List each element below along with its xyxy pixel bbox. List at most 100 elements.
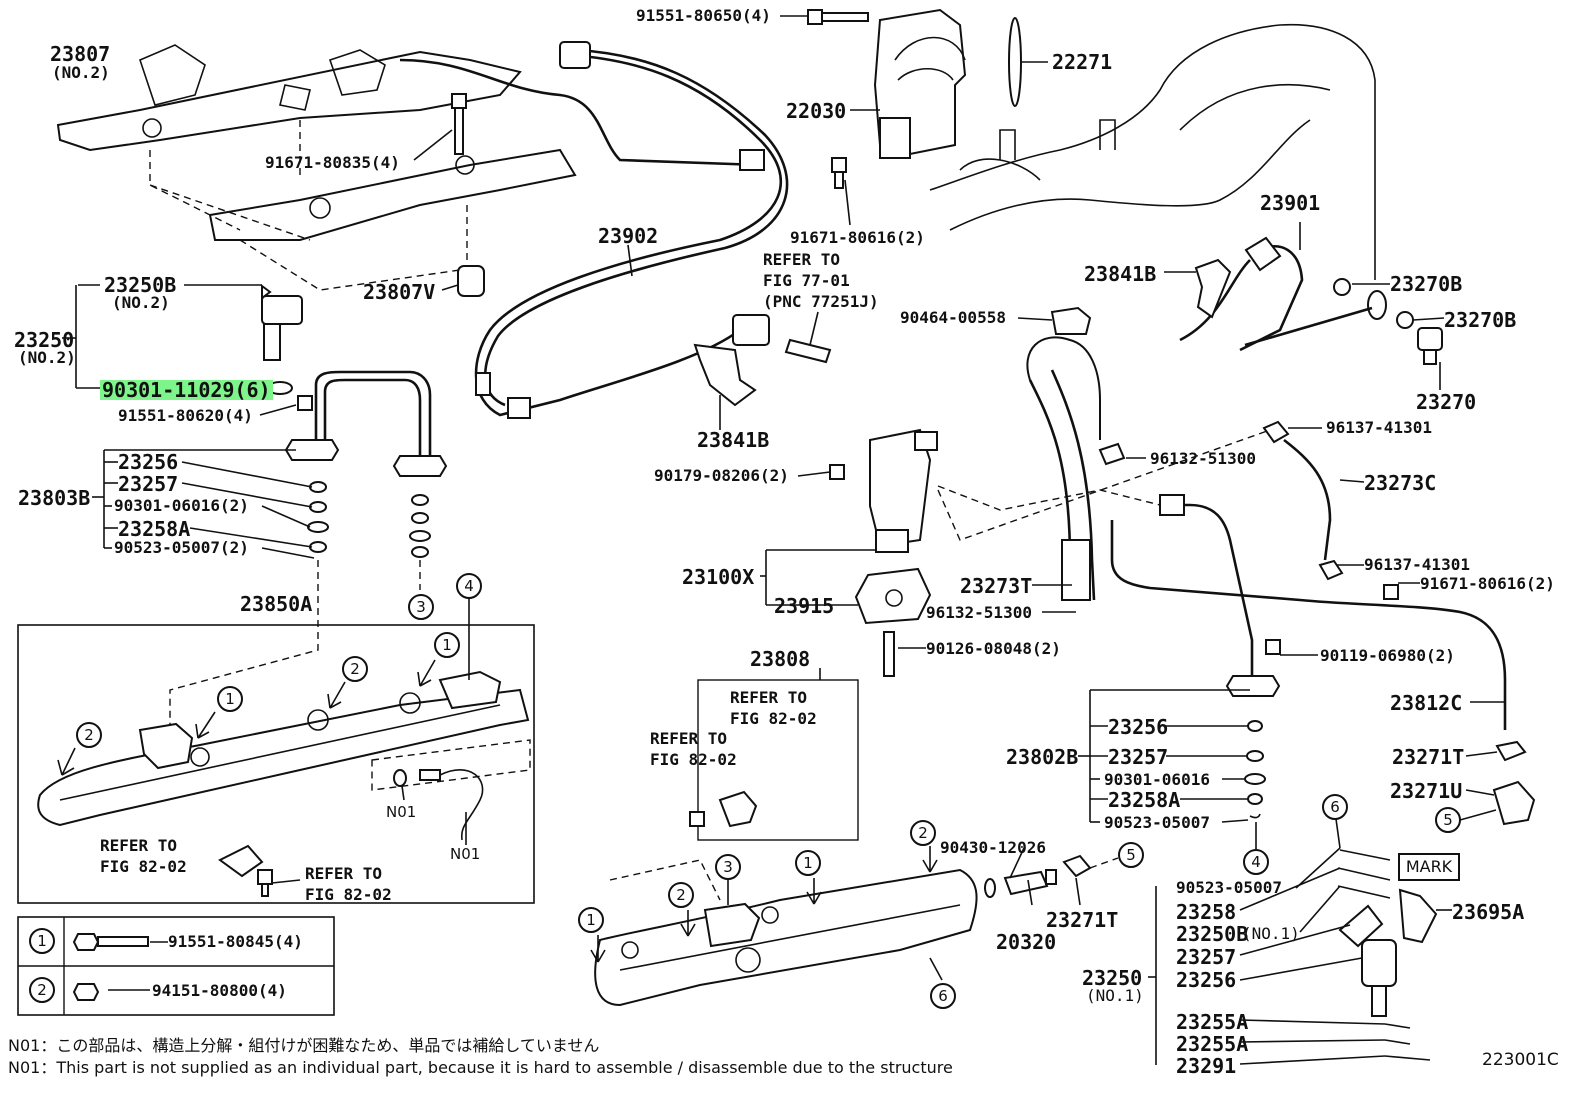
label-23271t-bottom[interactable]: 23271T: [1046, 908, 1119, 932]
label-refer-82-c1: REFER TO: [100, 836, 178, 855]
label-23803b[interactable]: 23803B: [18, 486, 91, 510]
label-91551-80620[interactable]: 91551-80620(4): [118, 406, 253, 425]
label-23915[interactable]: 23915: [774, 594, 835, 618]
callout-6-b: 6: [1322, 794, 1348, 820]
label-refer-82-a2[interactable]: FIG 82-02: [730, 709, 817, 728]
diagram-code: 223001C: [1482, 1050, 1559, 1070]
callout-4-b: 4: [1243, 849, 1269, 875]
label-23257-right[interactable]: 23257: [1108, 745, 1169, 769]
label-23802b[interactable]: 23802B: [1006, 745, 1079, 769]
label-96137-41301-bottom[interactable]: 96137-41301: [1364, 555, 1470, 574]
label-23808[interactable]: 23808: [750, 647, 811, 671]
label-96137-41301-top[interactable]: 96137-41301: [1326, 418, 1432, 437]
label-20320[interactable]: 20320: [996, 930, 1057, 954]
label-23250-bottom[interactable]: 23250: [1082, 966, 1143, 990]
callout-2-b: 2: [342, 656, 368, 682]
label-90119-06980[interactable]: 90119-06980(2): [1320, 646, 1455, 665]
callout-1-legend: 1: [29, 928, 55, 954]
label-22030[interactable]: 22030: [786, 99, 847, 123]
label-23255a-2[interactable]: 23255A: [1176, 1032, 1249, 1056]
label-23100x[interactable]: 23100X: [682, 565, 755, 589]
label-refer-82-d1: REFER TO: [305, 864, 383, 883]
label-refer-82-b2[interactable]: FIG 82-02: [650, 750, 737, 769]
label-23812c[interactable]: 23812C: [1390, 691, 1463, 715]
callout-4-a: 4: [456, 573, 482, 599]
label-refer-82-a1: REFER TO: [730, 688, 808, 707]
footnote-japanese: N01：この部品は、構造上分解・組付けが困難なため、単品では補給していません: [8, 1036, 600, 1055]
callout-5-a: 5: [1118, 842, 1144, 868]
label-90126-08048[interactable]: 90126-08048(2): [926, 639, 1061, 658]
label-23250b-top: 23250B: [104, 273, 177, 297]
callout-2-legend: 2: [29, 977, 55, 1003]
label-23256-left[interactable]: 23256: [118, 450, 179, 474]
label-23807-no2: (NO.2): [52, 63, 110, 82]
callout-1-d: 1: [795, 850, 821, 876]
label-refer-77-line2[interactable]: FIG 77-01: [763, 271, 850, 290]
label-23256-bottom[interactable]: 23256: [1176, 968, 1237, 992]
label-90523-05007-right[interactable]: 90523-05007: [1104, 813, 1210, 832]
label-23250b-bottom[interactable]: 23250B: [1176, 922, 1249, 946]
label-23250-bottom-no1: (NO.1): [1086, 986, 1144, 1005]
label-91671-80835[interactable]: 91671-80835(4): [265, 153, 400, 172]
label-refer-77-line3: (PNC 77251J): [763, 292, 879, 311]
label-23250: 23250: [14, 328, 75, 352]
label-23257-bottom[interactable]: 23257: [1176, 945, 1237, 969]
label-23255a-1[interactable]: 23255A: [1176, 1010, 1249, 1034]
label-91671-80616-top[interactable]: 91671-80616(2): [790, 228, 925, 247]
label-90301-06016-right[interactable]: 90301-06016: [1104, 770, 1210, 789]
label-91671-80616-right[interactable]: 91671-80616(2): [1420, 574, 1555, 593]
label-90523-05007-bottom[interactable]: 90523-05007: [1176, 878, 1282, 897]
callout-2-a: 2: [76, 722, 102, 748]
label-23841b-right[interactable]: 23841B: [1084, 262, 1157, 286]
label-23258a-right[interactable]: 23258A: [1108, 788, 1181, 812]
label-90179-08206[interactable]: 90179-08206(2): [654, 466, 789, 485]
callout-1-b: 1: [434, 632, 460, 658]
label-refer-82-b1: REFER TO: [650, 729, 728, 748]
label-23273c[interactable]: 23273C: [1364, 471, 1437, 495]
label-n01-a: N01: [386, 803, 417, 821]
label-23270b-2[interactable]: 23270B: [1444, 308, 1517, 332]
label-23257-left[interactable]: 23257: [118, 472, 179, 496]
label-refer-82-d2[interactable]: FIG 82-02: [305, 885, 392, 904]
label-90430-12026[interactable]: 90430-12026: [940, 838, 1046, 857]
label-23695a[interactable]: 23695A: [1452, 900, 1525, 924]
label-90301-06016-left[interactable]: 90301-06016(2): [114, 496, 249, 515]
label-refer-82-c2[interactable]: FIG 82-02: [100, 857, 187, 876]
label-96132-51300-bottom[interactable]: 96132-51300: [926, 603, 1032, 622]
footnote-english: N01：This part is not supplied as an indi…: [8, 1058, 953, 1077]
label-23850a[interactable]: 23850A: [240, 592, 313, 616]
callout-3-b: 3: [715, 854, 741, 880]
legend-2-part-number[interactable]: 94151-80800(4): [152, 981, 287, 1000]
label-23273t[interactable]: 23273T: [960, 574, 1033, 598]
label-96132-51300-top[interactable]: 96132-51300: [1150, 449, 1256, 468]
label-23258a-left[interactable]: 23258A: [118, 517, 191, 541]
label-23250b-bottom-no1: (NO.1): [1242, 924, 1300, 943]
label-n01-b: N01: [450, 845, 481, 863]
insulator-23807-lower: [208, 148, 577, 241]
callout-5-b: 5: [1435, 807, 1461, 833]
label-23250-no2: (NO.2): [18, 348, 76, 367]
label-90301-11029-highlighted[interactable]: 90301-11029(6): [100, 378, 273, 402]
label-23258-bottom[interactable]: 23258: [1176, 900, 1237, 924]
label-22271[interactable]: 22271: [1052, 50, 1113, 74]
label-23291[interactable]: 23291: [1176, 1054, 1237, 1078]
callout-6-a: 6: [930, 983, 956, 1009]
frame-23850a: [17, 624, 535, 904]
label-23270b-1[interactable]: 23270B: [1390, 272, 1463, 296]
callout-3-a: 3: [408, 594, 434, 620]
label-23271t-right[interactable]: 23271T: [1392, 745, 1465, 769]
label-90464-00558[interactable]: 90464-00558: [900, 308, 1006, 327]
label-23250b-no2: (NO.2): [112, 293, 170, 312]
label-23841b-left[interactable]: 23841B: [697, 428, 770, 452]
legend-1-part-number[interactable]: 91551-80845(4): [168, 932, 303, 951]
label-91551-80650[interactable]: 91551-80650(4): [636, 6, 771, 25]
callout-1-c: 1: [578, 907, 604, 933]
label-23256-right[interactable]: 23256: [1108, 715, 1169, 739]
label-90523-05007-left[interactable]: 90523-05007(2): [114, 538, 249, 557]
label-23270[interactable]: 23270: [1416, 390, 1477, 414]
label-23902[interactable]: 23902: [598, 224, 659, 248]
label-23807v[interactable]: 23807V: [363, 280, 436, 304]
label-23901[interactable]: 23901: [1260, 191, 1321, 215]
label-23271u[interactable]: 23271U: [1390, 779, 1463, 803]
